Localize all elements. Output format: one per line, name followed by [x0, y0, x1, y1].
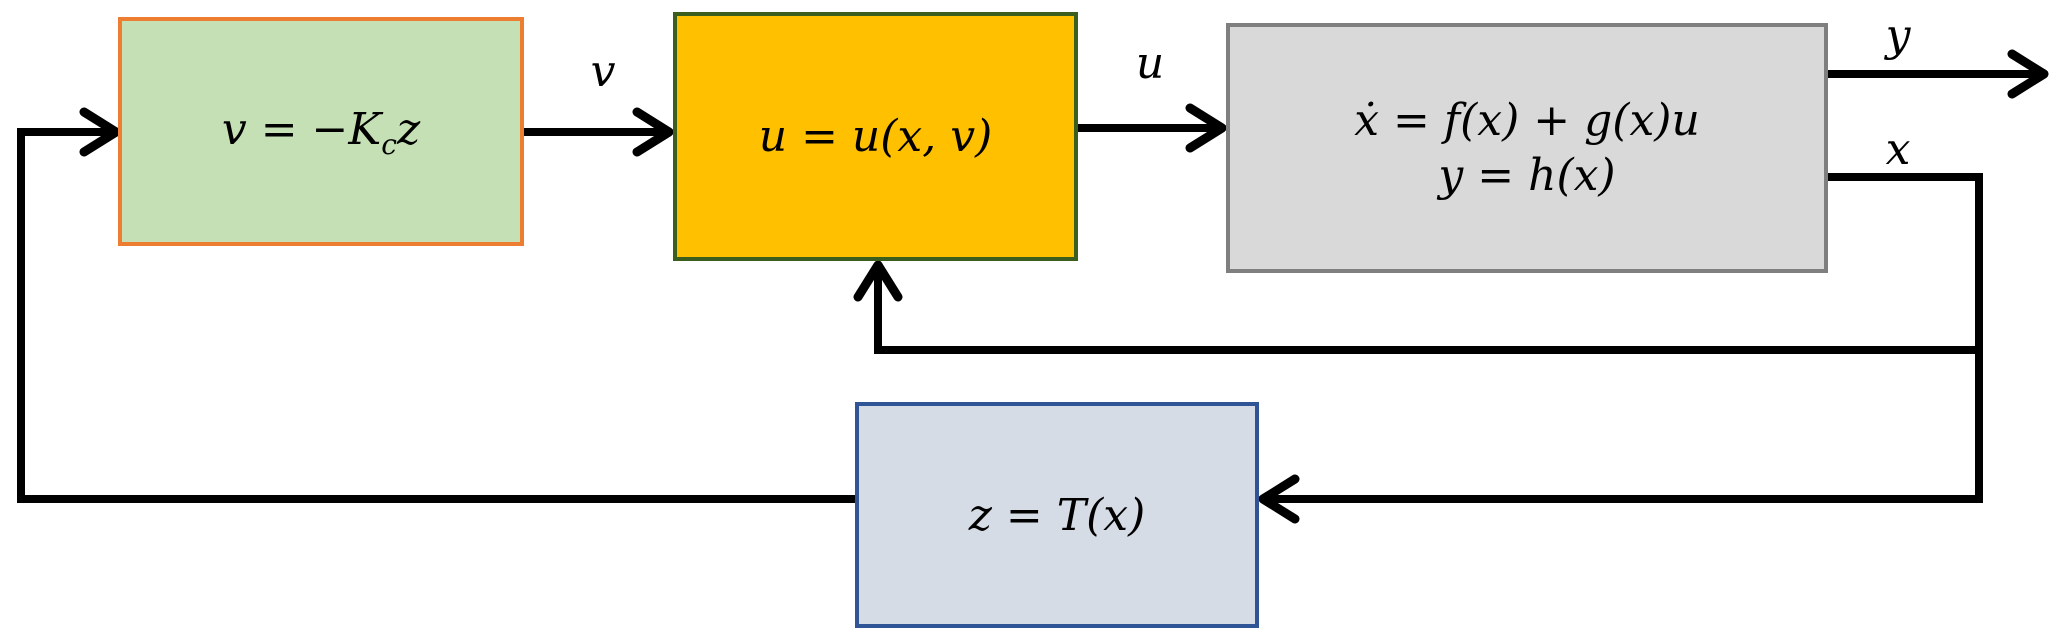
- feedback-x-bus: [1261, 173, 1983, 503]
- feedback-x-to-law: [874, 263, 1979, 354]
- control-law-equation: u = u(x, v): [758, 111, 993, 162]
- controller-equation: v = −Kcz: [221, 103, 421, 161]
- arrowhead-v: [632, 107, 674, 157]
- arrowhead-y: [2007, 49, 2049, 99]
- controller-block: v = −Kcz: [118, 17, 524, 246]
- plant-state-equation: ẋ = f(x) + g(x)u: [1354, 95, 1700, 146]
- arrowhead-x-law: [853, 260, 903, 302]
- arrowhead-x-transform: [1258, 474, 1300, 524]
- signal-label-u: u: [1135, 38, 1165, 89]
- control-law-block: u = u(x, v): [673, 12, 1078, 261]
- feedback-z-to-controller: [17, 128, 855, 503]
- signal-label-v: v: [590, 46, 616, 97]
- transform-equation: z = T(x): [968, 489, 1146, 541]
- signal-label-x: x: [1885, 124, 1911, 175]
- transform-block: z = T(x): [855, 402, 1259, 628]
- signal-label-y: y: [1885, 10, 1911, 61]
- plant-output-equation: y = h(x): [1438, 150, 1616, 201]
- arrowhead-u: [1185, 103, 1227, 153]
- arrowhead-z-controller: [79, 107, 121, 157]
- plant-block: ẋ = f(x) + g(x)u y = h(x): [1226, 23, 1828, 273]
